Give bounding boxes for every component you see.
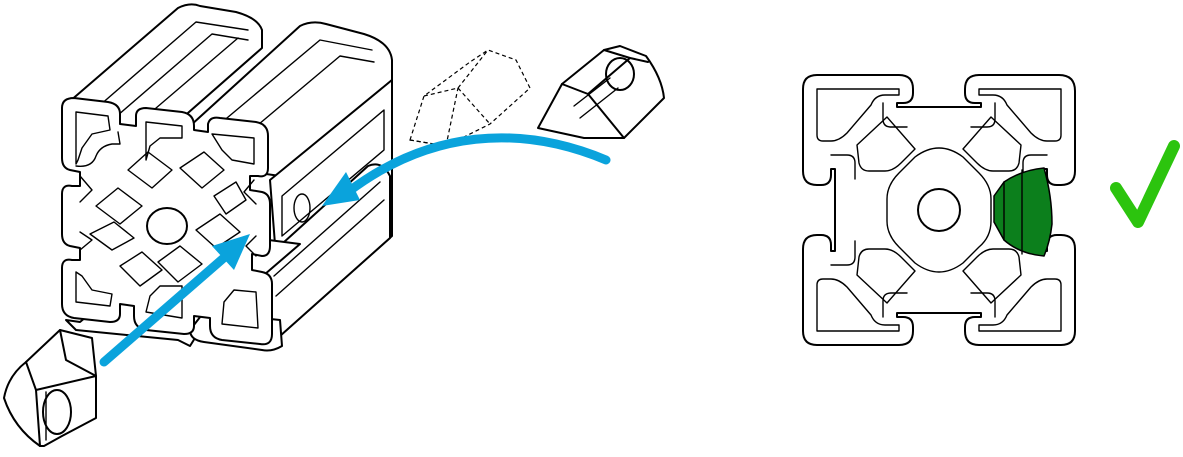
cross-section-center-hole bbox=[917, 188, 961, 232]
profile-center-hole bbox=[146, 207, 188, 245]
insertion-arrows bbox=[99, 133, 611, 367]
slot-nut-top bbox=[537, 45, 665, 139]
straight-insertion-arrow bbox=[99, 251, 231, 367]
inserted-slot-nut bbox=[993, 167, 1053, 257]
check-mark-icon bbox=[1110, 140, 1180, 228]
straight-arrow-head bbox=[212, 234, 250, 270]
cross-section-outline bbox=[802, 74, 1076, 346]
slot-nut-bottom bbox=[3, 329, 97, 447]
ghost-slot-nut bbox=[409, 49, 531, 147]
profile-front-face bbox=[61, 97, 273, 346]
aluminum-profile-isometric bbox=[61, 3, 393, 352]
slot-nut-top-hole bbox=[605, 57, 635, 91]
curved-arrow-head bbox=[322, 172, 360, 206]
slot-nut-bottom-hole bbox=[42, 389, 72, 435]
profile-cross-section bbox=[802, 74, 1076, 346]
curved-insertion-arrow bbox=[343, 133, 611, 197]
